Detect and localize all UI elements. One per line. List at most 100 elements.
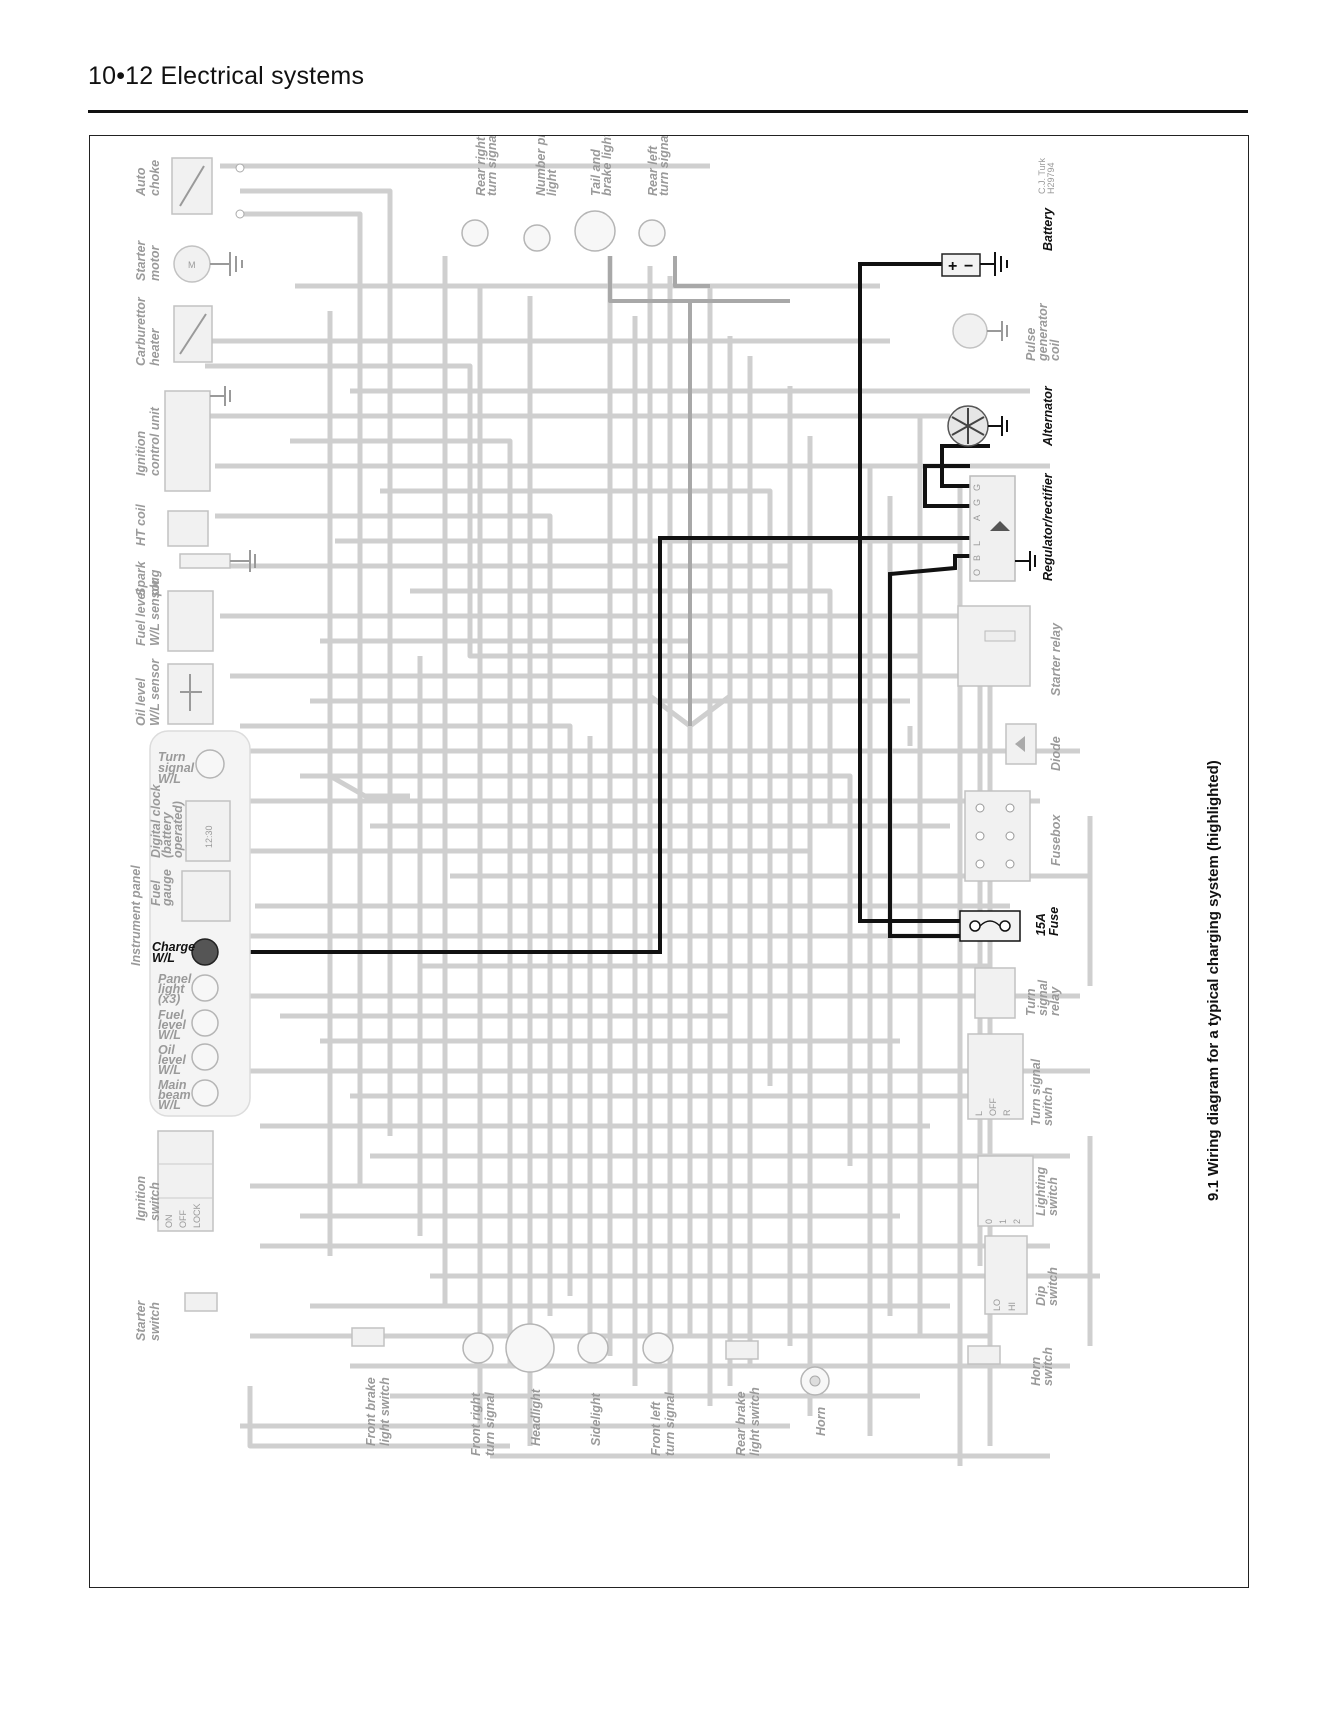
clock-label-2: (battery <box>160 811 174 858</box>
panel-light-label-1: Panel <box>158 972 192 986</box>
svg-text:Dipswitch: Dipswitch <box>1034 1267 1060 1306</box>
svg-text:M: M <box>188 260 196 270</box>
rrt-label-2: turn signal <box>485 136 499 196</box>
starter-switch: Starterswitch <box>134 1292 218 1341</box>
credit-2: H29794 <box>1046 162 1056 194</box>
alternator: Alternator <box>947 385 1055 447</box>
main-beam-label-2: beam <box>158 1088 191 1102</box>
auto-choke-label-1: Auto <box>134 167 148 197</box>
rear-lights: Rear rightturn signal Number platelight … <box>461 136 1056 252</box>
dip-label-2: switch <box>1046 1267 1060 1306</box>
horn-switch-label-1: Horn <box>1029 1356 1043 1386</box>
frt-label-1: Front right <box>469 1392 483 1456</box>
ls-label-2: switch <box>1046 1177 1060 1216</box>
alternator-label: Alternator <box>1041 385 1055 447</box>
starter-relay-label: Starter relay <box>1049 622 1063 696</box>
oil-sensor-label-1: Oil level <box>134 678 148 726</box>
carburettor-heater: Carburettorheater <box>134 296 213 366</box>
header-rule <box>88 110 1248 113</box>
starter-switch-label-2: switch <box>148 1302 162 1341</box>
fuel-level-sensor: Fuel levelW/L sensor <box>134 578 214 652</box>
reg-pin-o: O <box>972 569 982 576</box>
reg-pin-g1: G <box>972 499 982 506</box>
panel-light-label-3: (x3) <box>158 992 180 1006</box>
svg-text:C.J. TurkH29794: C.J. TurkH29794 <box>1037 157 1056 194</box>
rlt-label-2: turn signal <box>657 136 671 196</box>
main-fuse-15a: 15AFuse <box>959 907 1061 942</box>
credit-1: C.J. Turk <box>1037 157 1047 194</box>
starter-relay: Starter relay <box>957 605 1063 696</box>
svg-text:Startermotor: Startermotor <box>134 240 162 281</box>
oil-wl-label-3: W/L <box>158 1063 181 1077</box>
svg-text:Rear brakelight switch: Rear brakelight switch <box>734 1387 762 1456</box>
ls-pos-0: 0 <box>984 1219 994 1224</box>
clock-label-1: Digital clock <box>149 783 163 858</box>
fuel-wl-label-3: W/L <box>158 1028 181 1042</box>
svg-text:Fuelgauge: Fuelgauge <box>149 869 174 907</box>
diode: Diode <box>1005 723 1063 771</box>
svg-text:Front brakelight switch: Front brakelight switch <box>364 1377 392 1446</box>
oil-wl-label-1: Oil <box>158 1043 175 1057</box>
oil-wl-label-2: level <box>158 1053 186 1067</box>
fuel-wl-label-2: level <box>158 1018 186 1032</box>
starter-switch-label-1: Starter <box>134 1300 148 1341</box>
svg-text:+: + <box>948 258 957 275</box>
turn-signal-switch: L OFF R Turn signalswitch <box>967 1033 1055 1126</box>
svg-text:Tail andbrake light: Tail andbrake light <box>589 136 614 196</box>
fuel-sensor-label-1: Fuel level <box>134 589 148 646</box>
charging-circuit-highlight <box>215 262 990 954</box>
horn-label: Horn <box>814 1406 828 1436</box>
flt-label-2: turn signal <box>663 1392 677 1456</box>
diode-label: Diode <box>1049 736 1063 771</box>
charge-wl-label-1: Charge <box>152 940 195 954</box>
sidelight: Sidelight <box>577 1332 609 1446</box>
wiring-diagram-frame: Autochoke M Startermotor Carburettorheat… <box>89 135 1249 1588</box>
sidelight-label: Sidelight <box>589 1392 603 1446</box>
rear-brake-label-2: light switch <box>748 1387 762 1456</box>
figure-caption: 9.1 Wiring diagram for a typical chargin… <box>1205 760 1222 1201</box>
ign-pos-off: OFF <box>178 1210 188 1228</box>
instrument-panel-label: Instrument panel <box>129 865 143 966</box>
horn: Horn <box>800 1366 830 1436</box>
rear-brake-label-1: Rear brake <box>734 1391 748 1456</box>
oil-sensor-label-2: W/L sensor <box>148 658 162 726</box>
horn-switch-label-2: switch <box>1041 1347 1055 1386</box>
starter-motor: M Startermotor <box>134 240 243 283</box>
tail-label-2: brake light <box>600 136 614 196</box>
ht-coil-label: HT coil <box>134 504 148 546</box>
tss-label-2: switch <box>1041 1087 1055 1126</box>
main-beam-label-1: Main <box>158 1078 187 1092</box>
tss-label-1: Turn signal <box>1029 1058 1043 1126</box>
fuel-gauge-label-2: gauge <box>160 869 174 907</box>
svg-text:Starterswitch: Starterswitch <box>134 1300 162 1341</box>
ign-switch-label-1: Ignition <box>134 1176 148 1221</box>
spark-plug-label-2: plug <box>148 569 162 597</box>
turn-wl-label-3: W/L <box>158 772 181 786</box>
panel-light-label-2: light <box>158 982 185 996</box>
pulse-generator-coil: Pulsegeneratorcoil <box>952 302 1062 362</box>
pulse-label-3: coil <box>1048 339 1062 361</box>
front-right-turn-signal: Front rightturn signal <box>462 1332 497 1456</box>
svg-text:Fuel levelW/L sensor: Fuel levelW/L sensor <box>134 578 162 646</box>
carb-heater-label-1: Carburettor <box>134 296 148 366</box>
svg-text:HT coil: HT coil <box>134 504 148 546</box>
np-label-1: Number plate <box>534 136 548 196</box>
clock-label-3: operated) <box>171 801 185 858</box>
svg-text:15AFuse: 15AFuse <box>1034 907 1061 936</box>
dip-label-1: Dip <box>1034 1286 1048 1307</box>
headlight-label: Headlight <box>529 1388 543 1446</box>
fuel-sensor-label-2: W/L sensor <box>148 578 162 646</box>
charge-wl-label-2: W/L <box>152 951 175 965</box>
svg-text:−: − <box>964 258 973 275</box>
front-brake-label-1: Front brake <box>364 1377 378 1446</box>
lighting-switch: 0 1 2 Lightingswitch <box>977 1155 1060 1227</box>
clock-display: 12:30 <box>204 825 214 848</box>
icu-label-2: control unit <box>148 406 162 476</box>
starter-motor-label-2: motor <box>148 244 162 281</box>
wiring-diagram: Autochoke M Startermotor Carburettorheat… <box>129 136 1222 1466</box>
ignition-switch: ON OFF LOCK Ignitionswitch <box>134 1130 214 1232</box>
wire-harness <box>205 163 1100 1466</box>
